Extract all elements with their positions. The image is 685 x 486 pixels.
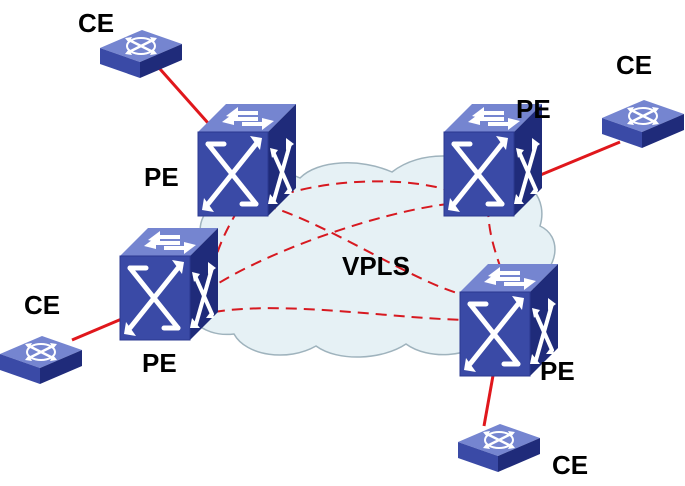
ce-device-sw [0,334,84,386]
ce-device-ne [600,98,685,150]
ce-label-se: CE [552,450,588,480]
access-links [71,59,621,427]
pe-device-sw [120,228,218,340]
ce-device-se [456,422,542,474]
pseudowire-ne-sw [213,200,487,287]
link-ce-ne-pe-ne [537,140,621,178]
ce-label-sw: CE [24,290,60,320]
pe-label-nw: PE [144,162,179,192]
pe-label-ne: PE [516,94,551,124]
pe-label-sw: PE [142,348,177,378]
pe-label-se: PE [540,356,575,386]
ce-label-nw: CE [78,8,114,38]
pe-device-nw [198,104,296,216]
link-ce-se-pe-se [482,369,496,427]
cloud-label: VPLS [342,251,410,281]
link-ce-nw-pe-nw [150,59,218,133]
ce-label-ne: CE [616,50,652,80]
pseudowire-nw-se [247,199,479,299]
pseudowire-sw-se [213,307,475,321]
link-ce-sw-pe-sw [71,316,125,342]
